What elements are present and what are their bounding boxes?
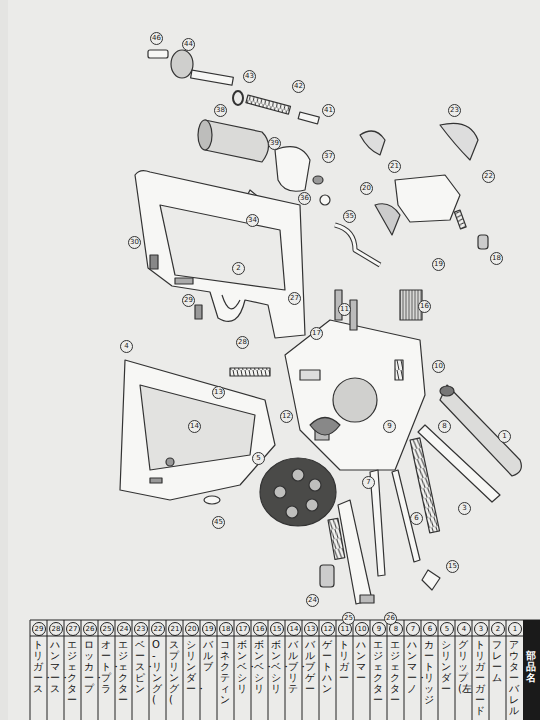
part-name: ハンマー <box>356 639 366 683</box>
part-name: ベース・ピン <box>135 639 145 694</box>
part-name: トリガーガード <box>475 639 485 716</box>
callout-number: 46 <box>150 32 163 45</box>
callout-number: 3 <box>458 502 471 515</box>
part-name: ボンベ・シリ <box>254 639 264 694</box>
part-name: アウターバレル <box>509 639 519 716</box>
table-number: 21 <box>168 622 182 636</box>
callout-number: 36 <box>298 192 311 205</box>
callout-number: 26 <box>384 612 397 625</box>
callout-number: 45 <box>212 516 225 529</box>
part-name: ボンベ・シリ <box>237 639 247 694</box>
callout-number: 20 <box>360 182 373 195</box>
table-number: 28 <box>49 622 63 636</box>
callout-number: 23 <box>448 104 461 117</box>
callout-number: 11 <box>338 303 351 316</box>
callout-number: 25 <box>342 612 355 625</box>
part-name: トリガー・ス <box>33 639 43 694</box>
table-number: 6 <box>423 622 437 636</box>
callout-number: 21 <box>388 160 401 173</box>
callout-number: 6 <box>410 512 423 525</box>
callout-number: 10 <box>432 360 445 373</box>
part-name: エジェクター <box>390 639 400 705</box>
table-number: 3 <box>474 622 488 636</box>
table-number: 2 <box>491 622 505 636</box>
part-name: エジェクター <box>373 639 383 705</box>
table-number: 27 <box>66 622 80 636</box>
part-name: ハンマー・ス <box>50 639 60 694</box>
part-name: カートリッジ <box>424 639 434 705</box>
table-number: 24 <box>117 622 131 636</box>
callout-number: 14 <box>188 420 201 433</box>
table-number: 10 <box>355 622 369 636</box>
table-number: 19 <box>202 622 216 636</box>
part-name: コネクティン <box>220 639 230 705</box>
callout-number: 15 <box>446 560 459 573</box>
table-number: 12 <box>321 622 335 636</box>
table-number: 1 <box>508 622 522 636</box>
part-name: シリンダー・ <box>186 639 196 694</box>
callout-number: 27 <box>288 292 301 305</box>
part-name: オート・プラ <box>101 639 111 694</box>
table-number: 13 <box>304 622 318 636</box>
part-name: エジェクター <box>67 639 77 705</box>
table-number: 22 <box>151 622 165 636</box>
callout-number: 8 <box>438 420 451 433</box>
table-number: 23 <box>134 622 148 636</box>
part-name: ロッカー・プ <box>84 639 94 694</box>
part-name: トリガー <box>339 639 349 683</box>
table-number: 7 <box>406 622 420 636</box>
table-number: 18 <box>219 622 233 636</box>
callout-number: 42 <box>292 80 305 93</box>
callout-number: 16 <box>418 300 431 313</box>
table-number: 4 <box>457 622 471 636</box>
table-header: 部品名 <box>526 650 536 683</box>
part-name: ボンベ・シリ <box>271 639 281 694</box>
table-number: 25 <box>100 622 114 636</box>
callout-number: 12 <box>280 410 293 423</box>
callout-number: 43 <box>243 70 256 83</box>
part-name: ハンマー・ノ <box>407 639 417 694</box>
callout-number: 18 <box>490 252 503 265</box>
callout-number: 17 <box>310 327 323 340</box>
part-name: フレーム <box>492 639 502 683</box>
callout-number: 44 <box>182 38 195 51</box>
table-number: 20 <box>185 622 199 636</box>
callout-number: 4 <box>120 340 133 353</box>
callout-number: 30 <box>128 236 141 249</box>
table-number: 5 <box>440 622 454 636</box>
callout-number: 29 <box>182 294 195 307</box>
callout-number: 28 <box>236 336 249 349</box>
callout-number: 1 <box>498 430 511 443</box>
callout-number: 5 <box>252 452 265 465</box>
callout-number: 7 <box>362 476 375 489</box>
callout-number: 2 <box>232 262 245 275</box>
callout-number: 35 <box>343 210 356 223</box>
part-name: エジェクター <box>118 639 128 705</box>
callout-number: 24 <box>306 594 319 607</box>
table-number: 14 <box>287 622 301 636</box>
part-name: バルブ ゲー <box>305 639 315 694</box>
table-number: 15 <box>270 622 284 636</box>
part-name: シリンダー <box>441 639 451 694</box>
table-number: 29 <box>32 622 46 636</box>
callout-number: 34 <box>246 214 259 227</box>
part-name: バルブ <box>203 639 213 672</box>
callout-number: 19 <box>432 258 445 271</box>
part-name: バルブ・リテ <box>288 639 298 694</box>
part-name: O-リング( <box>152 639 162 705</box>
callout-number: 38 <box>214 104 227 117</box>
callout-number: 39 <box>268 137 281 150</box>
part-name: グリップ(左 <box>458 639 468 694</box>
callout-number: 41 <box>322 104 335 117</box>
callout-number: 13 <box>212 386 225 399</box>
table-number: 17 <box>236 622 250 636</box>
part-name: スプリング( <box>169 639 179 705</box>
part-name: ゲート ハン <box>322 639 332 694</box>
table-number: 16 <box>253 622 267 636</box>
table-number: 26 <box>83 622 97 636</box>
callout-number: 37 <box>322 150 335 163</box>
table-number: 9 <box>372 622 386 636</box>
callout-number: 9 <box>383 420 396 433</box>
callout-number: 22 <box>482 170 495 183</box>
